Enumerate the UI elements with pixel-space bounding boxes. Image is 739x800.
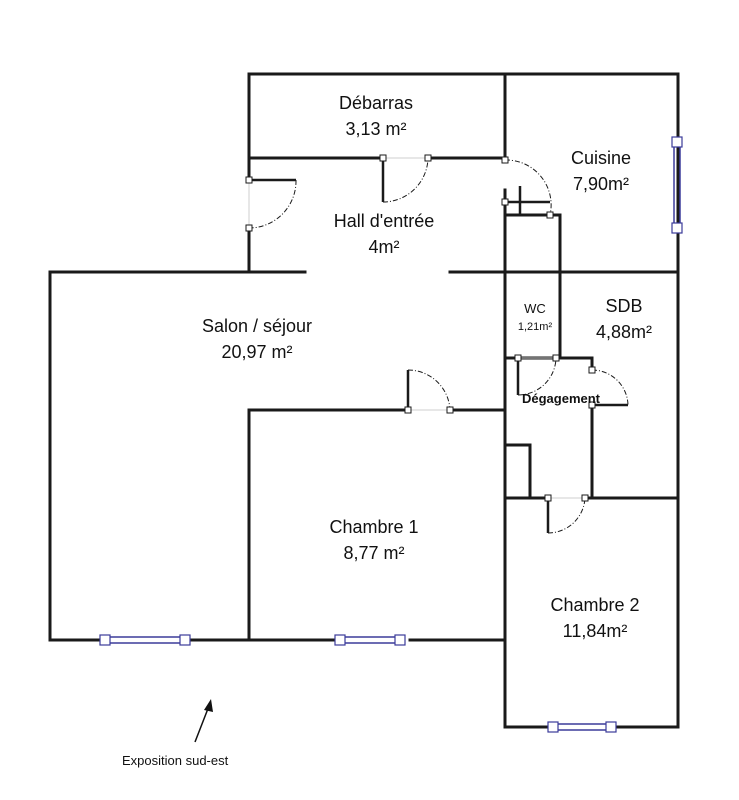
room-degagement-name: Dégagement	[521, 391, 601, 406]
room-sdb: SDB 4,88m²	[596, 293, 652, 345]
door-cuisine	[501, 156, 554, 219]
room-wc-area: 1,21m²	[517, 321, 553, 333]
room-debarras-area: 3,13 m²	[345, 119, 407, 139]
room-salon-name: Salon / séjour	[201, 316, 313, 336]
room-wc-name: WC	[524, 301, 546, 316]
room-salon-area: 20,97 m²	[221, 342, 293, 362]
room-sdb-name: SDB	[605, 296, 643, 316]
room-chambre1-name: Chambre 1	[329, 517, 419, 537]
room-salon: Salon / séjour 20,97 m²	[202, 313, 312, 365]
room-cuisine-area: 7,90m²	[572, 174, 630, 194]
door-entree	[245, 176, 297, 232]
door-sdb	[588, 366, 629, 409]
room-degagement: Dégagement	[522, 386, 600, 412]
door-chambre1	[404, 369, 454, 414]
room-hall: Hall d'entrée 4m²	[334, 208, 435, 260]
room-chambre1: Chambre 1 8,77 m²	[329, 514, 418, 566]
outer-walls	[48, 72, 680, 729]
room-hall-name: Hall d'entrée	[333, 211, 435, 231]
window-cuisine	[671, 136, 683, 234]
window-chambre1	[334, 634, 406, 646]
window-salon	[99, 634, 191, 646]
orientation-arrow	[194, 699, 213, 743]
door-chambre2	[544, 494, 589, 534]
room-chambre2-area: 11,84m²	[562, 621, 628, 641]
door-thresholds	[248, 157, 585, 499]
inner-walls	[247, 72, 680, 642]
room-sdb-area: 4,88m²	[595, 322, 653, 342]
room-wc: WC 1,21m²	[518, 300, 552, 336]
room-chambre2-name: Chambre 2	[550, 595, 640, 615]
room-debarras: Débarras 3,13 m²	[339, 90, 413, 142]
room-chambre1-area: 8,77 m²	[343, 543, 405, 563]
room-cuisine: Cuisine 7,90m²	[571, 145, 631, 197]
room-chambre2: Chambre 2 11,84m²	[550, 592, 639, 644]
door-wc	[514, 354, 560, 396]
door-debarras	[379, 154, 432, 203]
room-debarras-name: Débarras	[338, 93, 414, 113]
room-hall-area: 4m²	[368, 237, 400, 257]
orientation-label: Exposition sud-est	[122, 753, 229, 768]
room-cuisine-name: Cuisine	[570, 148, 632, 168]
window-chambre2	[547, 721, 617, 733]
